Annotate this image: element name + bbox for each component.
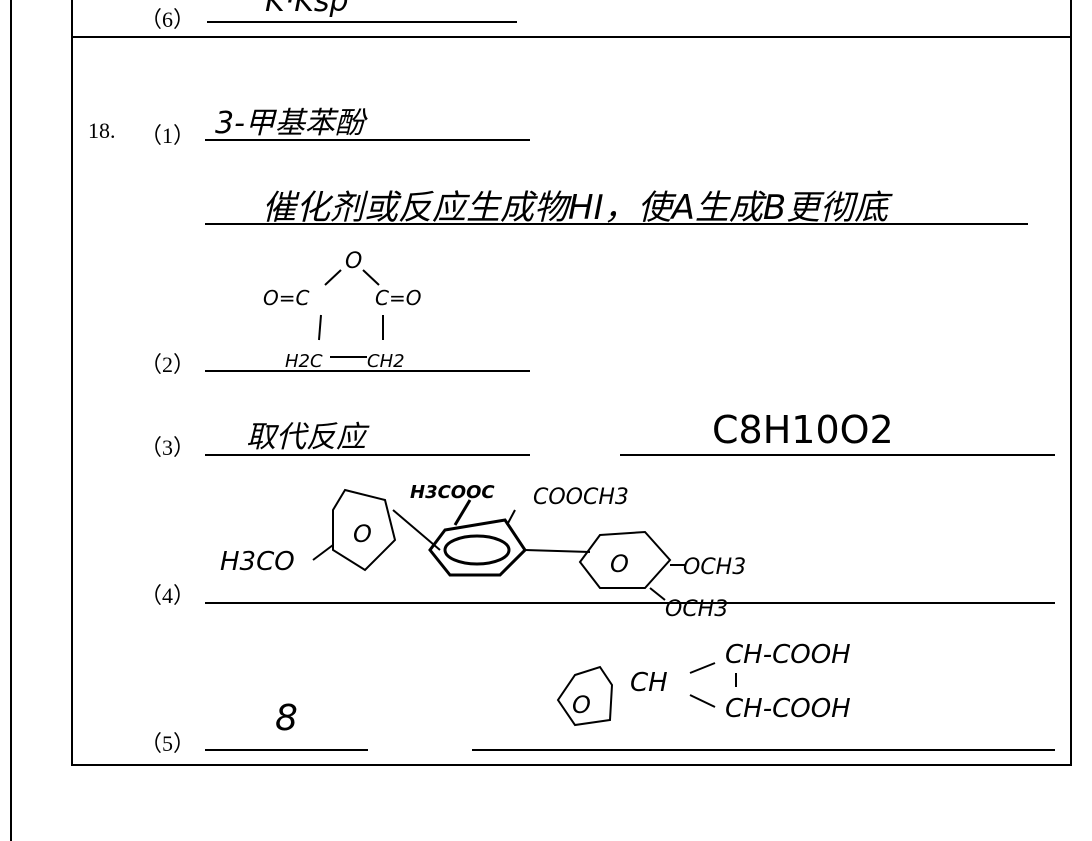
margin-line xyxy=(10,0,12,841)
ring-3-label: O xyxy=(610,550,629,578)
group-och3-right: OCH3 xyxy=(683,555,746,580)
q18-p4-label: （4） xyxy=(140,583,196,608)
structure-bottom-right: CH2 xyxy=(367,351,405,372)
structure-bottom-left: H2C xyxy=(285,351,323,372)
q18-p4-underline xyxy=(205,602,1055,604)
ch-label: CH xyxy=(630,668,668,698)
q18-p1-underline-b xyxy=(205,223,1028,225)
q6-underline xyxy=(207,21,517,23)
box-bottom-border xyxy=(71,764,1072,766)
group-och3-bottom: OCH3 xyxy=(665,597,728,622)
q18-p2-label: （2） xyxy=(140,352,196,377)
box-left-border xyxy=(71,0,73,766)
group-h3cooc: H3COOC xyxy=(410,482,495,503)
q18-p3-label: （3） xyxy=(140,435,196,460)
q18-p3-answer-a: 取代反应 xyxy=(246,420,366,455)
ring-label: O xyxy=(572,691,591,719)
q6-label: （6） xyxy=(140,7,196,32)
box-right-border xyxy=(1070,0,1072,766)
group-cooch3-top: COOCH3 xyxy=(533,485,629,510)
diacid-structure: O CH CH-COOH CH-COOH xyxy=(556,640,851,727)
structure-right: C=O xyxy=(375,286,421,310)
q18-p1-label: （1） xyxy=(140,123,196,148)
section-divider xyxy=(71,36,1072,38)
structure-left: O=C xyxy=(263,286,310,310)
structure-o: O xyxy=(345,249,362,274)
q18-p1-underline-a xyxy=(205,139,530,141)
q18-p5-underline-b xyxy=(472,749,1055,751)
ester-structure: H3CO O H3COOC COOCH3 O OCH3 OCH3 xyxy=(220,482,746,622)
q18-p3-underline-a xyxy=(205,454,530,456)
anhydride-structure: O O=C C=O H2C CH2 xyxy=(263,249,421,372)
q18-p1-answer-a: 3-甲基苯酚 xyxy=(215,106,365,141)
q18-number: 18. xyxy=(88,118,116,143)
group-h3co: H3CO xyxy=(220,547,295,577)
q18-p5-label: （5） xyxy=(140,731,196,756)
q18-p5-underline-a xyxy=(205,749,368,751)
ring-1-label: O xyxy=(353,520,372,548)
bottom-ch-cooh: CH-COOH xyxy=(725,694,851,724)
q18-p5-answer-a: 8 xyxy=(275,698,298,739)
q6-answer: K·Ksp xyxy=(265,0,349,19)
q18-p1-answer-b: 催化剂或反应生成物HI，使A生成B更彻底 xyxy=(262,188,889,228)
top-ch-cooh: CH-COOH xyxy=(725,640,851,670)
q18-p2-underline xyxy=(205,370,530,372)
q18-p3-underline-b xyxy=(620,454,1055,456)
q18-p3-answer-b: C8H10O2 xyxy=(712,408,894,452)
